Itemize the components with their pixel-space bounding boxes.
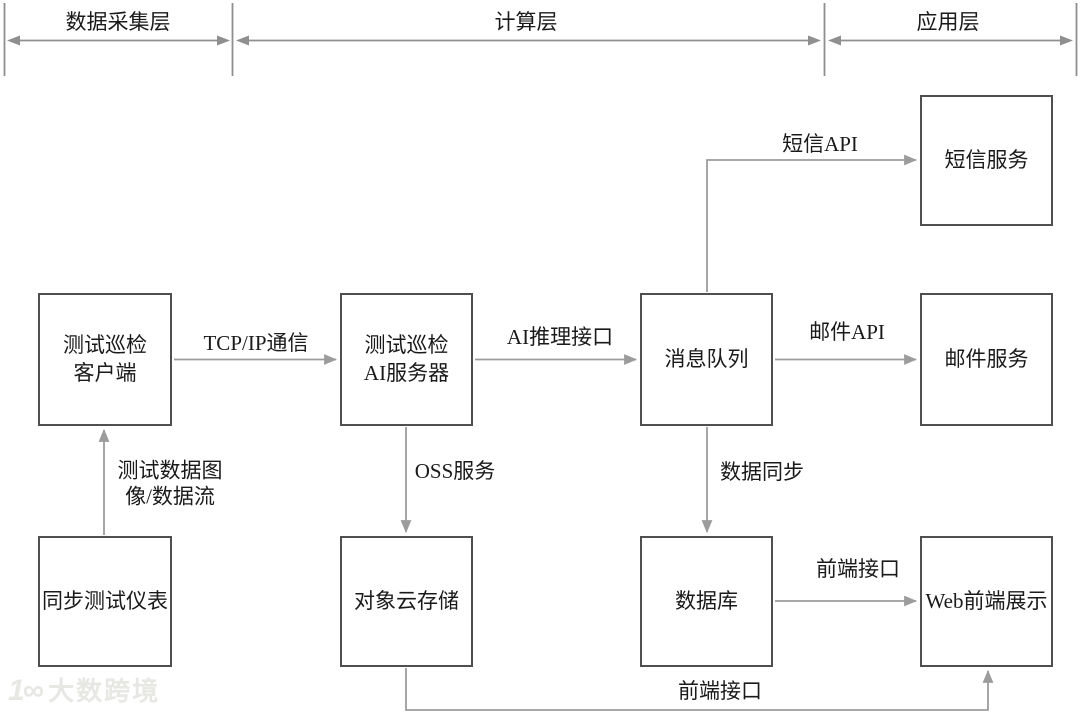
layer-ruler <box>3 3 1078 76</box>
node-object-storage: 对象云存储 <box>340 536 473 667</box>
edge-label-sms-api: 短信API <box>782 132 858 157</box>
node-mail-service: 邮件服务 <box>920 293 1053 426</box>
node-sms-service: 短信服务 <box>920 95 1053 226</box>
edge-label-tcp-ip: TCP/IP通信 <box>203 331 309 356</box>
node-database: 数据库 <box>640 536 773 667</box>
node-ai-server: 测试巡检 AI服务器 <box>340 293 473 426</box>
node-test-client: 测试巡检 客户端 <box>38 293 172 426</box>
node-web-frontend: Web前端展示 <box>920 536 1053 667</box>
edge-label-frontend-api-db: 前端接口 <box>816 557 900 582</box>
node-message-queue: 消息队列 <box>640 293 773 426</box>
connector-queue-to-sms <box>706 154 918 292</box>
edge-label-frontend-api-storage: 前端接口 <box>678 679 762 704</box>
watermark: 1∞ 大数跨境 <box>8 676 160 706</box>
watermark-100-logo-icon: 1∞ <box>8 674 44 707</box>
layer-ruler-arrows <box>7 35 1073 46</box>
edge-label-mail-api: 邮件API <box>809 320 885 345</box>
layer-label-data-collection: 数据采集层 <box>65 10 171 34</box>
edge-label-ai-inference: AI推理接口 <box>506 325 614 350</box>
edge-label-data-sync: 数据同步 <box>720 460 804 485</box>
connector-storage-to-web <box>405 668 994 711</box>
watermark-text: 大数跨境 <box>48 676 161 706</box>
edge-label-oss: OSS服务 <box>414 459 496 484</box>
layer-label-compute: 计算层 <box>494 10 558 34</box>
node-sync-instrument: 同步测试仪表 <box>38 536 172 667</box>
edge-label-test-data: 测试数据图 像/数据流 <box>117 458 223 508</box>
layer-label-application: 应用层 <box>916 10 980 34</box>
